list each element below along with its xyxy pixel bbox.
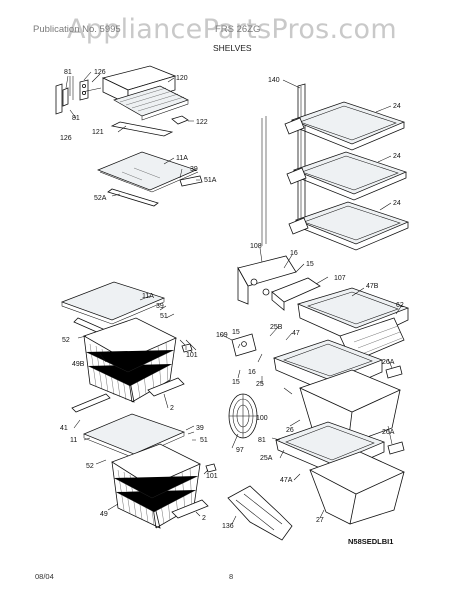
callout-47A: 47A <box>280 477 293 484</box>
footer-date: 08/04 <box>35 572 54 581</box>
callout-101: 101 <box>186 352 198 359</box>
callout-16: 16 <box>290 250 298 257</box>
callout-100: 100 <box>256 415 268 422</box>
part-shelf-glass-11A-top <box>97 151 203 207</box>
model-number: FRS 26ZG <box>215 24 261 35</box>
callout-52: 52 <box>62 337 70 344</box>
callout-101: 101 <box>206 473 218 480</box>
callout-120: 120 <box>176 75 188 82</box>
part-shelf-24-bottom <box>288 201 409 251</box>
callout-81: 81 <box>64 69 72 76</box>
part-slide-26A <box>385 365 405 455</box>
callout-26A: 26A <box>382 359 395 366</box>
callout-39: 39 <box>156 303 164 310</box>
callout-49B: 49B <box>72 361 85 368</box>
diagram-code: N58SEDLBI1 <box>348 537 393 546</box>
callout-24: 24 <box>393 153 401 160</box>
callout-11: 11 <box>70 437 77 444</box>
part-wire-basket-49 <box>111 443 201 529</box>
callout-2: 2 <box>202 515 206 522</box>
part-slide-rail-101-lower <box>205 463 217 473</box>
callout-25B: 25B <box>270 324 283 331</box>
part-basket-cover-2-lower <box>171 499 209 519</box>
part-basket-cover-2-upper <box>147 377 185 397</box>
part-control-housing-108 <box>237 255 297 305</box>
part-wire-basket-49B <box>83 317 177 403</box>
callout-81: 81 <box>258 437 266 444</box>
callout-39: 39 <box>190 166 198 173</box>
callout-126: 126 <box>60 135 72 142</box>
callout-140: 140 <box>268 77 280 84</box>
callout-15: 15 <box>306 261 314 268</box>
publication-number: Publication No. 5995 <box>33 24 121 35</box>
part-drawer-120 <box>101 65 189 121</box>
callout-108: 108 <box>250 243 262 250</box>
part-coil-97 <box>228 393 258 439</box>
callout-47B: 47B <box>366 283 379 290</box>
callout-51: 51 <box>200 437 208 444</box>
callout-24: 24 <box>393 103 401 110</box>
callout-11A: 11A <box>142 293 154 300</box>
callout-122: 122 <box>196 119 208 126</box>
part-cover-107 <box>271 277 321 311</box>
callout-16: 16 <box>248 369 256 376</box>
callout-97: 97 <box>236 447 244 454</box>
section-title: SHELVES <box>213 43 252 53</box>
callout-51: 51 <box>160 313 168 320</box>
part-rail-41 <box>71 393 111 413</box>
callout-81: 81 <box>72 115 80 122</box>
callout-27: 27 <box>316 517 324 524</box>
part-rail-121 <box>110 115 189 137</box>
callout-62: 62 <box>396 302 404 309</box>
callout-121: 121 <box>92 129 104 136</box>
callout-51A: 51A <box>204 177 217 184</box>
callout-109: 109 <box>216 332 228 339</box>
part-control-109 <box>231 333 257 357</box>
part-crisper-pan-27 <box>309 451 405 525</box>
part-slide-rail-101-upper <box>179 339 197 353</box>
watermark: AppliancePartsPros.com <box>67 14 397 45</box>
callout-52: 52 <box>86 463 94 470</box>
part-crisper-lid-47 <box>272 339 383 395</box>
callout-41: 41 <box>60 425 68 432</box>
leader-lines <box>65 71 403 525</box>
callout-49: 49 <box>100 511 108 518</box>
callout-136: 136 <box>222 523 234 530</box>
callout-52A: 52A <box>94 195 107 202</box>
callout-11A: 11A <box>176 155 188 162</box>
callout-107: 107 <box>334 275 346 282</box>
part-shelf-24-top <box>284 101 405 151</box>
footer-page-number: 8 <box>229 572 234 581</box>
callout-2: 2 <box>170 405 174 412</box>
callout-126: 126 <box>94 69 106 76</box>
callout-47: 47 <box>292 330 300 337</box>
part-hinge-brackets <box>55 73 101 115</box>
callout-26A: 26A <box>382 429 395 436</box>
callout-24: 24 <box>393 200 401 207</box>
callout-15: 15 <box>232 379 240 386</box>
part-cover-136 <box>227 485 293 541</box>
callout-25A: 25A <box>260 455 273 462</box>
callout-26: 26 <box>286 427 294 434</box>
callout-15: 15 <box>232 329 240 336</box>
callout-39: 39 <box>196 425 204 432</box>
part-shelf-24-middle <box>286 151 407 201</box>
callout-25: 25 <box>256 381 264 388</box>
callout-numbers: 81 126 120 81 126 121 122 140 24 24 24 1… <box>60 69 404 546</box>
